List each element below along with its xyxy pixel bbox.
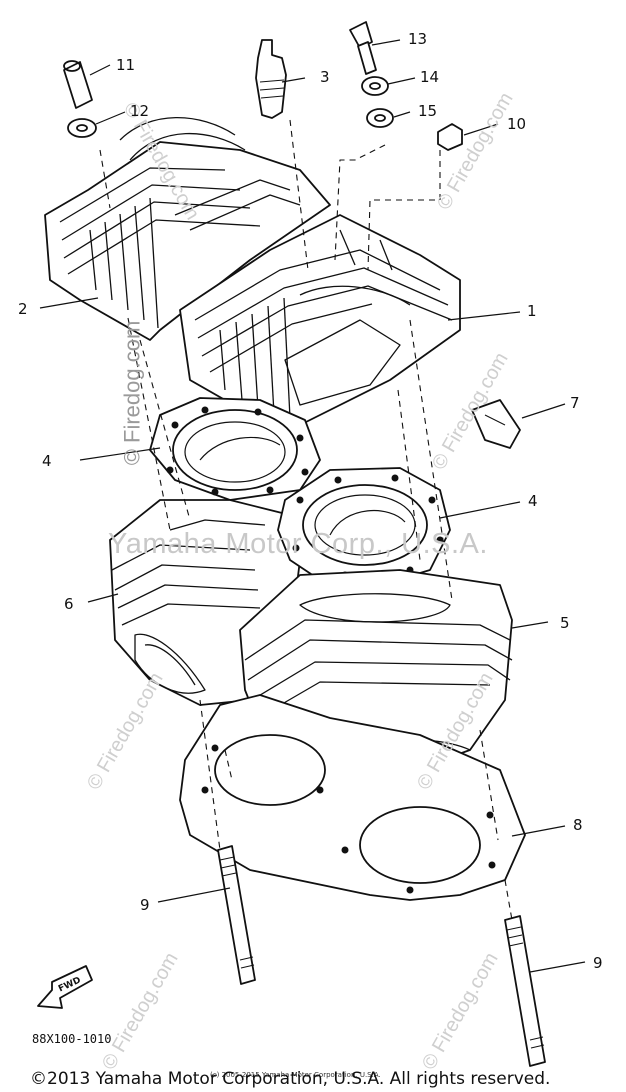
callout-4-left: 4 xyxy=(42,452,52,470)
callout-12: 12 xyxy=(130,102,150,120)
stud-bolt-left xyxy=(217,845,256,985)
cylinder-head-left xyxy=(44,116,331,341)
callout-4-right: 4 xyxy=(528,492,538,510)
cylinder-head-right xyxy=(179,214,461,426)
callout-15: 15 xyxy=(418,102,438,120)
small-copyright: (c) 2005-2015 Yamaha Motor Corporation, … xyxy=(210,1071,381,1079)
part-code: 88X100-1010 xyxy=(32,1032,112,1046)
callout-10: 10 xyxy=(507,115,527,133)
callout-11: 11 xyxy=(116,56,136,74)
guide-7 xyxy=(471,399,521,449)
callout-1: 1 xyxy=(527,302,537,320)
callout-13: 13 xyxy=(408,30,428,48)
watermark-main: Yamaha Motor Corp., U.S.A. xyxy=(108,528,488,560)
callout-3: 3 xyxy=(320,68,330,86)
callout-2: 2 xyxy=(18,300,28,318)
nut-10 xyxy=(437,123,463,151)
bolt-13 xyxy=(349,21,377,75)
copyright-footer: ©2013 Yamaha Motor Corporation, U.S.A. A… xyxy=(30,1069,551,1089)
washer-14 xyxy=(361,76,389,96)
callout-6: 6 xyxy=(64,595,74,613)
washer-15 xyxy=(366,108,394,128)
watermark-site: © Firedog.com xyxy=(119,320,145,466)
fwd-arrow xyxy=(37,965,93,1009)
head-gasket-left xyxy=(149,397,321,501)
callout-9-right: 9 xyxy=(593,954,603,972)
collar-11 xyxy=(63,60,93,109)
stud-bolt-right xyxy=(504,915,546,1067)
callout-7: 7 xyxy=(570,394,580,412)
spark-plug xyxy=(255,39,287,119)
callout-8: 8 xyxy=(573,816,583,834)
callout-5: 5 xyxy=(560,614,570,632)
callout-9-left: 9 xyxy=(140,896,150,914)
washer-12 xyxy=(67,118,97,138)
callout-14: 14 xyxy=(420,68,440,86)
